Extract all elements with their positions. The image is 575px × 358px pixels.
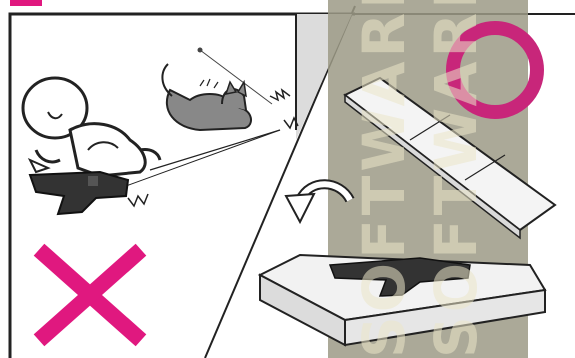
top-tab	[10, 0, 42, 6]
cat-figure	[162, 64, 251, 130]
cross-wrong-icon	[45, 255, 135, 335]
floor-line-1	[150, 130, 280, 170]
child-figure	[23, 78, 160, 176]
toy-gun	[30, 172, 128, 214]
projectile	[198, 48, 203, 53]
